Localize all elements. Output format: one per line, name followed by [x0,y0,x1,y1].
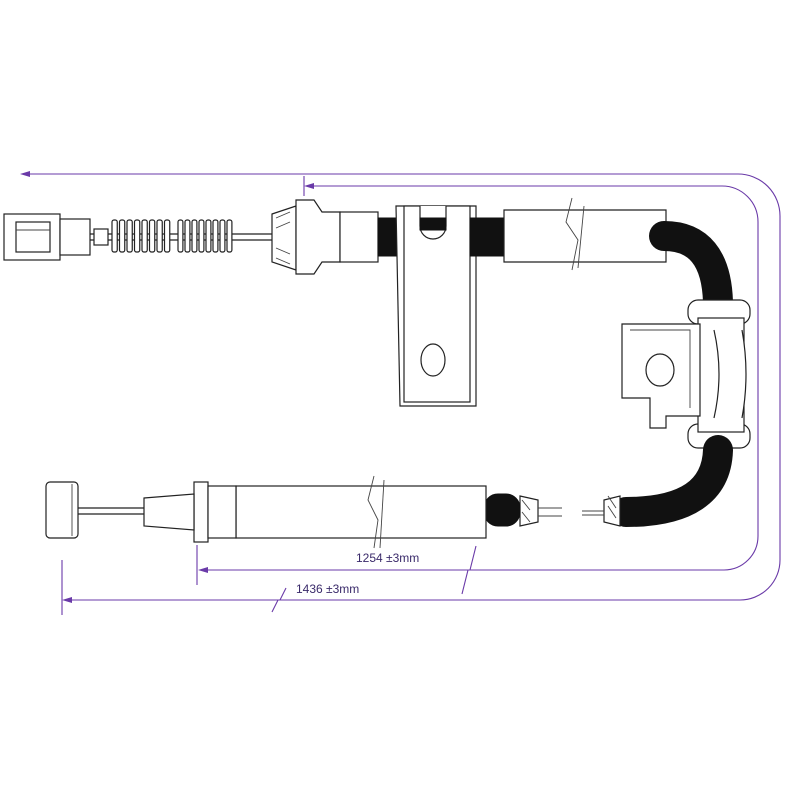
outer-length-label: 1436 ±3mm [296,582,359,596]
grommet-fitting [271,199,379,275]
spring-coil [126,219,133,253]
upper-cable-assembly [3,197,733,407]
dimension-lines: 1254 ±3mm 1436 ±3mm [20,171,781,615]
lower-curved-sheath [611,435,733,527]
spring-coil [184,219,191,253]
lower-left-end-fitting [519,495,562,527]
spring-coil [141,219,148,253]
upper-sheath-tube [503,197,667,271]
spring-coil [198,219,205,253]
spring-right [177,219,233,253]
spring-coil [111,219,118,253]
spring-coil [191,219,198,253]
lower-right-end-fitting [582,495,621,527]
outer-dimension-break [271,587,287,613]
inner-dimension-top-line [200,185,759,571]
square-end-fitting [3,213,91,261]
spring-coil [219,219,226,253]
spring-coil [212,219,219,253]
lower-black-end [483,493,521,527]
lower-collar [143,481,237,543]
spring-coil [205,219,212,253]
spring-coil [148,219,156,253]
wire-collar [93,228,109,246]
mounting-bracket-upper [395,205,477,407]
spring-coil [156,219,163,253]
spring-coil [226,219,233,253]
spring-coil [177,219,184,253]
spring-left [111,219,171,253]
outer-dimension-top-line [22,173,781,601]
spring-coil [118,219,126,253]
center-clamp [621,299,751,449]
upper-curved-sheath [649,221,733,317]
inner-dimension-bottom-arrow [198,567,208,573]
inner-dimension-break [461,545,477,595]
inner-length-label: 1254 ±3mm [356,551,419,565]
spring-coil [163,219,171,253]
outer-dimension-top-arrow [20,171,30,177]
lower-sheath-tube [235,475,487,549]
lower-cable-assembly [45,435,733,549]
lower-end-knob [45,481,79,539]
spring-coil [133,219,141,253]
inner-dimension-top-arrow [304,183,314,189]
outer-dimension-bottom-arrow [62,597,72,603]
upper-sheath-black-2 [469,217,505,257]
